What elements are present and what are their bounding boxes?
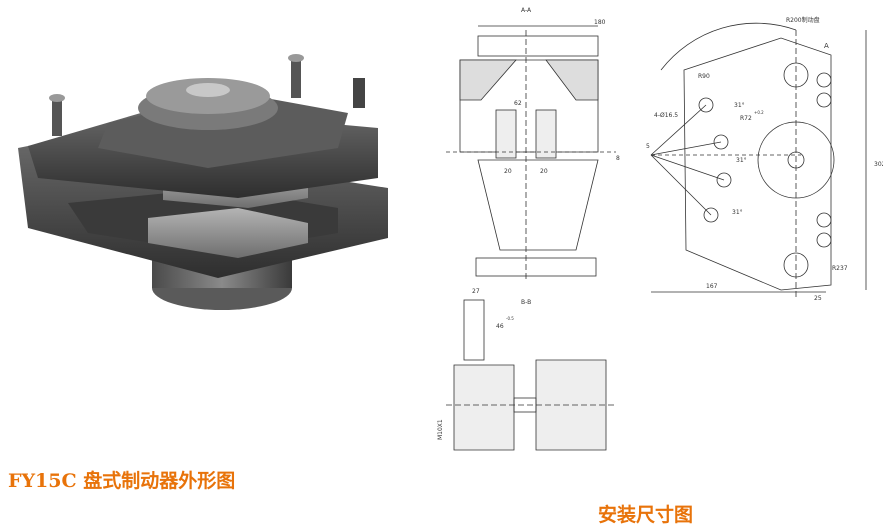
dim-20a: 20 — [504, 168, 512, 175]
dim-holes: 4-Ø16.5 — [654, 112, 678, 119]
angle-31-1: 31° — [734, 102, 745, 109]
dim-5: 5 — [646, 143, 650, 150]
right-post — [353, 78, 365, 108]
dim-25: 25 — [814, 295, 822, 302]
section-label-b: B-B — [521, 299, 531, 306]
dim-r90: R90 — [698, 73, 710, 80]
installation-drawing: A-A 180 62 20 20 8 B-B 27 46 -0.5 M10X1 … — [437, 7, 883, 451]
section-bb — [446, 299, 616, 451]
left-bolt — [52, 98, 62, 136]
dim-167: 167 — [706, 283, 718, 290]
dim-8: 8 — [616, 155, 620, 162]
dim-r72: R72 — [740, 115, 752, 122]
dim-20b: 20 — [540, 168, 548, 175]
plan-view — [650, 22, 867, 300]
disc-label: R200制动盘 — [786, 16, 820, 24]
dim-46: 46 — [496, 323, 504, 330]
section-aa — [446, 30, 616, 280]
installation-caption: 安装尺寸图 — [598, 504, 694, 526]
angle-31-2: 31° — [736, 157, 747, 164]
left-bolt-head — [49, 94, 65, 102]
dim-62: 62 — [514, 100, 522, 107]
right-bolt-head — [288, 54, 304, 62]
brake-pad-lower — [148, 208, 308, 258]
dim-46-tol: -0.5 — [506, 316, 514, 321]
dim-302: 302 — [874, 161, 883, 168]
top-boss — [186, 83, 230, 97]
angle-31-3: 31° — [732, 209, 743, 216]
dim-27: 27 — [472, 288, 480, 295]
dim-180: 180 — [594, 19, 606, 26]
dim-r72-tol: +0.2 — [754, 110, 764, 115]
dim-m10: M10X1 — [437, 419, 444, 440]
right-bolt — [291, 58, 301, 98]
product-caption: FY15C 盘式制动器外形图 — [8, 470, 236, 492]
section-label-a: A-A — [521, 7, 532, 14]
dim-r237: R237 — [832, 265, 848, 272]
caliper-render — [18, 54, 388, 310]
view-label-a: A — [824, 42, 829, 50]
